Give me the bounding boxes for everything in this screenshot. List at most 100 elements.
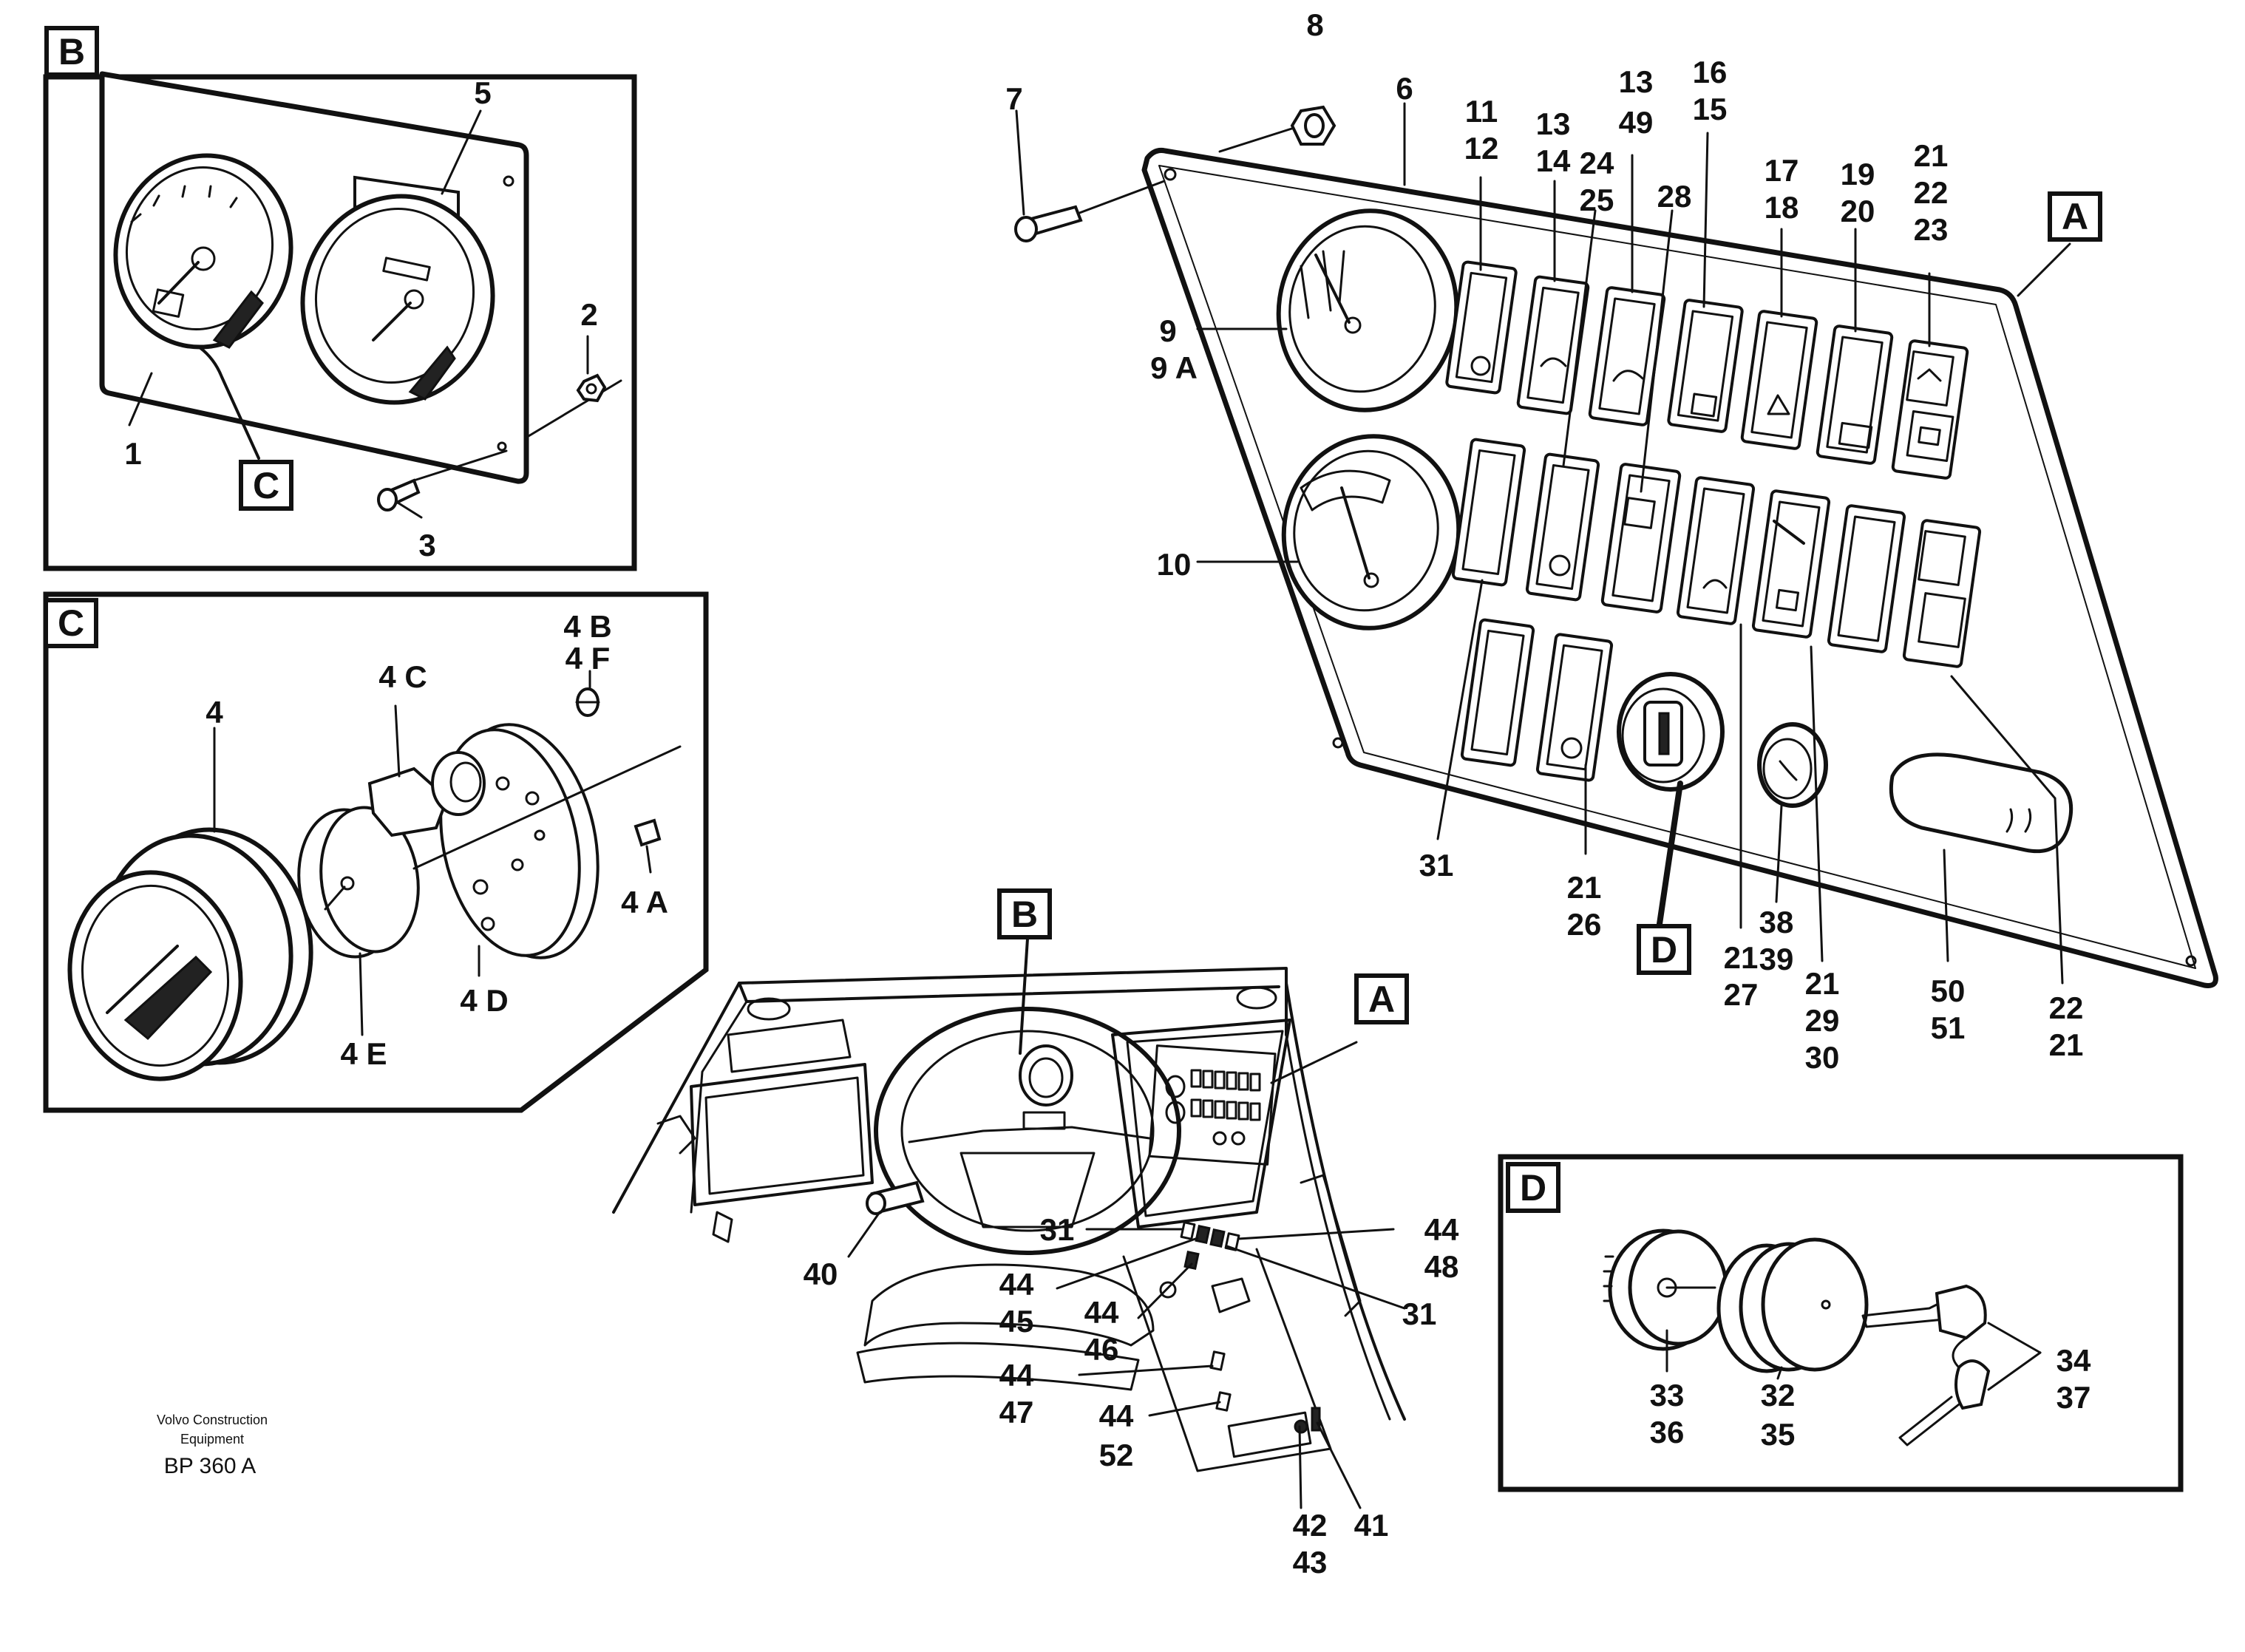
label-25: 25	[1580, 183, 1614, 217]
company-line-1: Volvo Construction	[157, 1413, 268, 1427]
label-29: 29	[1805, 1003, 1840, 1038]
mounting-screw	[377, 449, 508, 511]
callout-a-label: A	[2062, 196, 2088, 237]
label-38: 38	[1759, 905, 1794, 939]
label-43: 43	[1293, 1545, 1328, 1580]
label-10: 10	[1157, 547, 1192, 582]
label-21c: 21	[1724, 940, 1759, 975]
label-42: 42	[1293, 1508, 1328, 1543]
callout-box-b-top: B	[44, 26, 99, 77]
gauge-dial	[297, 806, 420, 959]
drawing-code: BP 360 A	[164, 1454, 257, 1478]
label-47: 47	[999, 1395, 1034, 1430]
part-labels: 5 2 1 3 4 B 4 F 4 C 4 4 A 4 D 4 E 8 7 6 …	[124, 7, 2091, 1580]
floor-switch	[1227, 1407, 1321, 1458]
label-32: 32	[1761, 1378, 1796, 1413]
switch-panel-a	[1014, 102, 2218, 988]
label-18: 18	[1765, 190, 1799, 225]
label-4b: 4 B	[563, 609, 611, 644]
label-21d: 21	[1805, 966, 1840, 1001]
callout-box-a-panel: A	[2048, 191, 2102, 242]
control-knob	[1757, 722, 1828, 808]
cab-overview	[612, 937, 1406, 1509]
label-44d: 44	[999, 1358, 1034, 1393]
label-52: 52	[1099, 1438, 1134, 1472]
panel-nut	[1218, 105, 1337, 153]
label-22b: 22	[2049, 990, 2084, 1025]
label-22a: 22	[1914, 175, 1949, 210]
ignition-keys	[1861, 1284, 2042, 1447]
callout-a-cab-label: A	[1368, 979, 1395, 1020]
label-34: 34	[2056, 1343, 2091, 1378]
callout-c-frame-label: C	[58, 602, 84, 644]
callout-box-d-panel: D	[1637, 924, 1691, 975]
label-37: 37	[2056, 1380, 2091, 1415]
footer: Volvo Construction Equipment BP 360 A	[157, 1413, 268, 1478]
label-50: 50	[1931, 973, 1966, 1008]
label-46: 46	[1084, 1332, 1119, 1367]
label-26: 26	[1567, 907, 1602, 942]
gauge-backplate	[439, 723, 600, 959]
switch-row-1	[1445, 260, 1969, 480]
label-12: 12	[1464, 131, 1499, 166]
label-31a: 31	[1419, 848, 1454, 883]
label-4e: 4 E	[340, 1036, 387, 1071]
label-44e: 44	[1099, 1398, 1134, 1433]
label-6: 6	[1396, 71, 1413, 106]
mounting-nut	[527, 373, 622, 438]
label-15: 15	[1693, 92, 1728, 126]
label-23: 23	[1914, 212, 1949, 247]
callout-box-d-frame: D	[1506, 1162, 1560, 1213]
label-4d: 4 D	[460, 983, 508, 1018]
frame-b	[43, 71, 637, 571]
callout-b-label: B	[58, 31, 85, 72]
label-30: 30	[1805, 1040, 1840, 1075]
label-31c: 31	[1402, 1296, 1437, 1331]
label-35: 35	[1761, 1417, 1796, 1452]
bulb-holder	[575, 670, 600, 717]
frame-c	[43, 591, 709, 1113]
label-9a: 9 A	[1150, 350, 1198, 385]
label-24: 24	[1580, 146, 1614, 180]
label-1: 1	[124, 436, 141, 471]
label-4c: 4 C	[378, 659, 427, 694]
speedometer-gauge	[300, 175, 495, 405]
label-14: 14	[1536, 143, 1571, 178]
callout-box-b-cab: B	[997, 888, 1052, 939]
callout-box-c-small: C	[239, 460, 293, 511]
callout-c-label: C	[253, 465, 279, 506]
label-28: 28	[1657, 179, 1692, 214]
label-36: 36	[1650, 1415, 1685, 1449]
label-40: 40	[804, 1257, 838, 1291]
label-21e: 21	[2049, 1027, 2084, 1062]
control-stalk	[847, 1180, 925, 1258]
label-27: 27	[1724, 977, 1759, 1012]
lamp-cover	[1889, 752, 2074, 854]
label-31b: 31	[1040, 1212, 1075, 1247]
gauge-movement	[367, 751, 486, 837]
label-9: 9	[1159, 313, 1176, 348]
label-21b: 21	[1567, 870, 1602, 905]
label-21a: 21	[1914, 138, 1949, 173]
label-4a: 4 A	[621, 885, 668, 920]
label-51: 51	[1931, 1010, 1966, 1045]
label-16: 16	[1693, 55, 1728, 89]
switch-row-3	[1460, 618, 2074, 854]
panel-bolt	[1014, 109, 1166, 242]
ignition-switch	[1617, 672, 1725, 792]
panel-inset	[1148, 1044, 1277, 1166]
lock-cylinder	[1716, 1237, 1869, 1373]
label-44c: 44	[1084, 1295, 1119, 1330]
label-4: 4	[206, 695, 223, 730]
callout-box-c-top: C	[44, 598, 98, 648]
callout-d-label: D	[1651, 929, 1677, 971]
lock-body	[1603, 1228, 1728, 1351]
label-49: 49	[1619, 105, 1654, 140]
label-13b: 13	[1619, 64, 1654, 99]
label-3: 3	[418, 528, 435, 562]
label-19: 19	[1841, 157, 1875, 191]
label-20: 20	[1841, 194, 1875, 228]
switch-row-2	[1451, 438, 1982, 668]
label-44b: 44	[999, 1267, 1034, 1302]
